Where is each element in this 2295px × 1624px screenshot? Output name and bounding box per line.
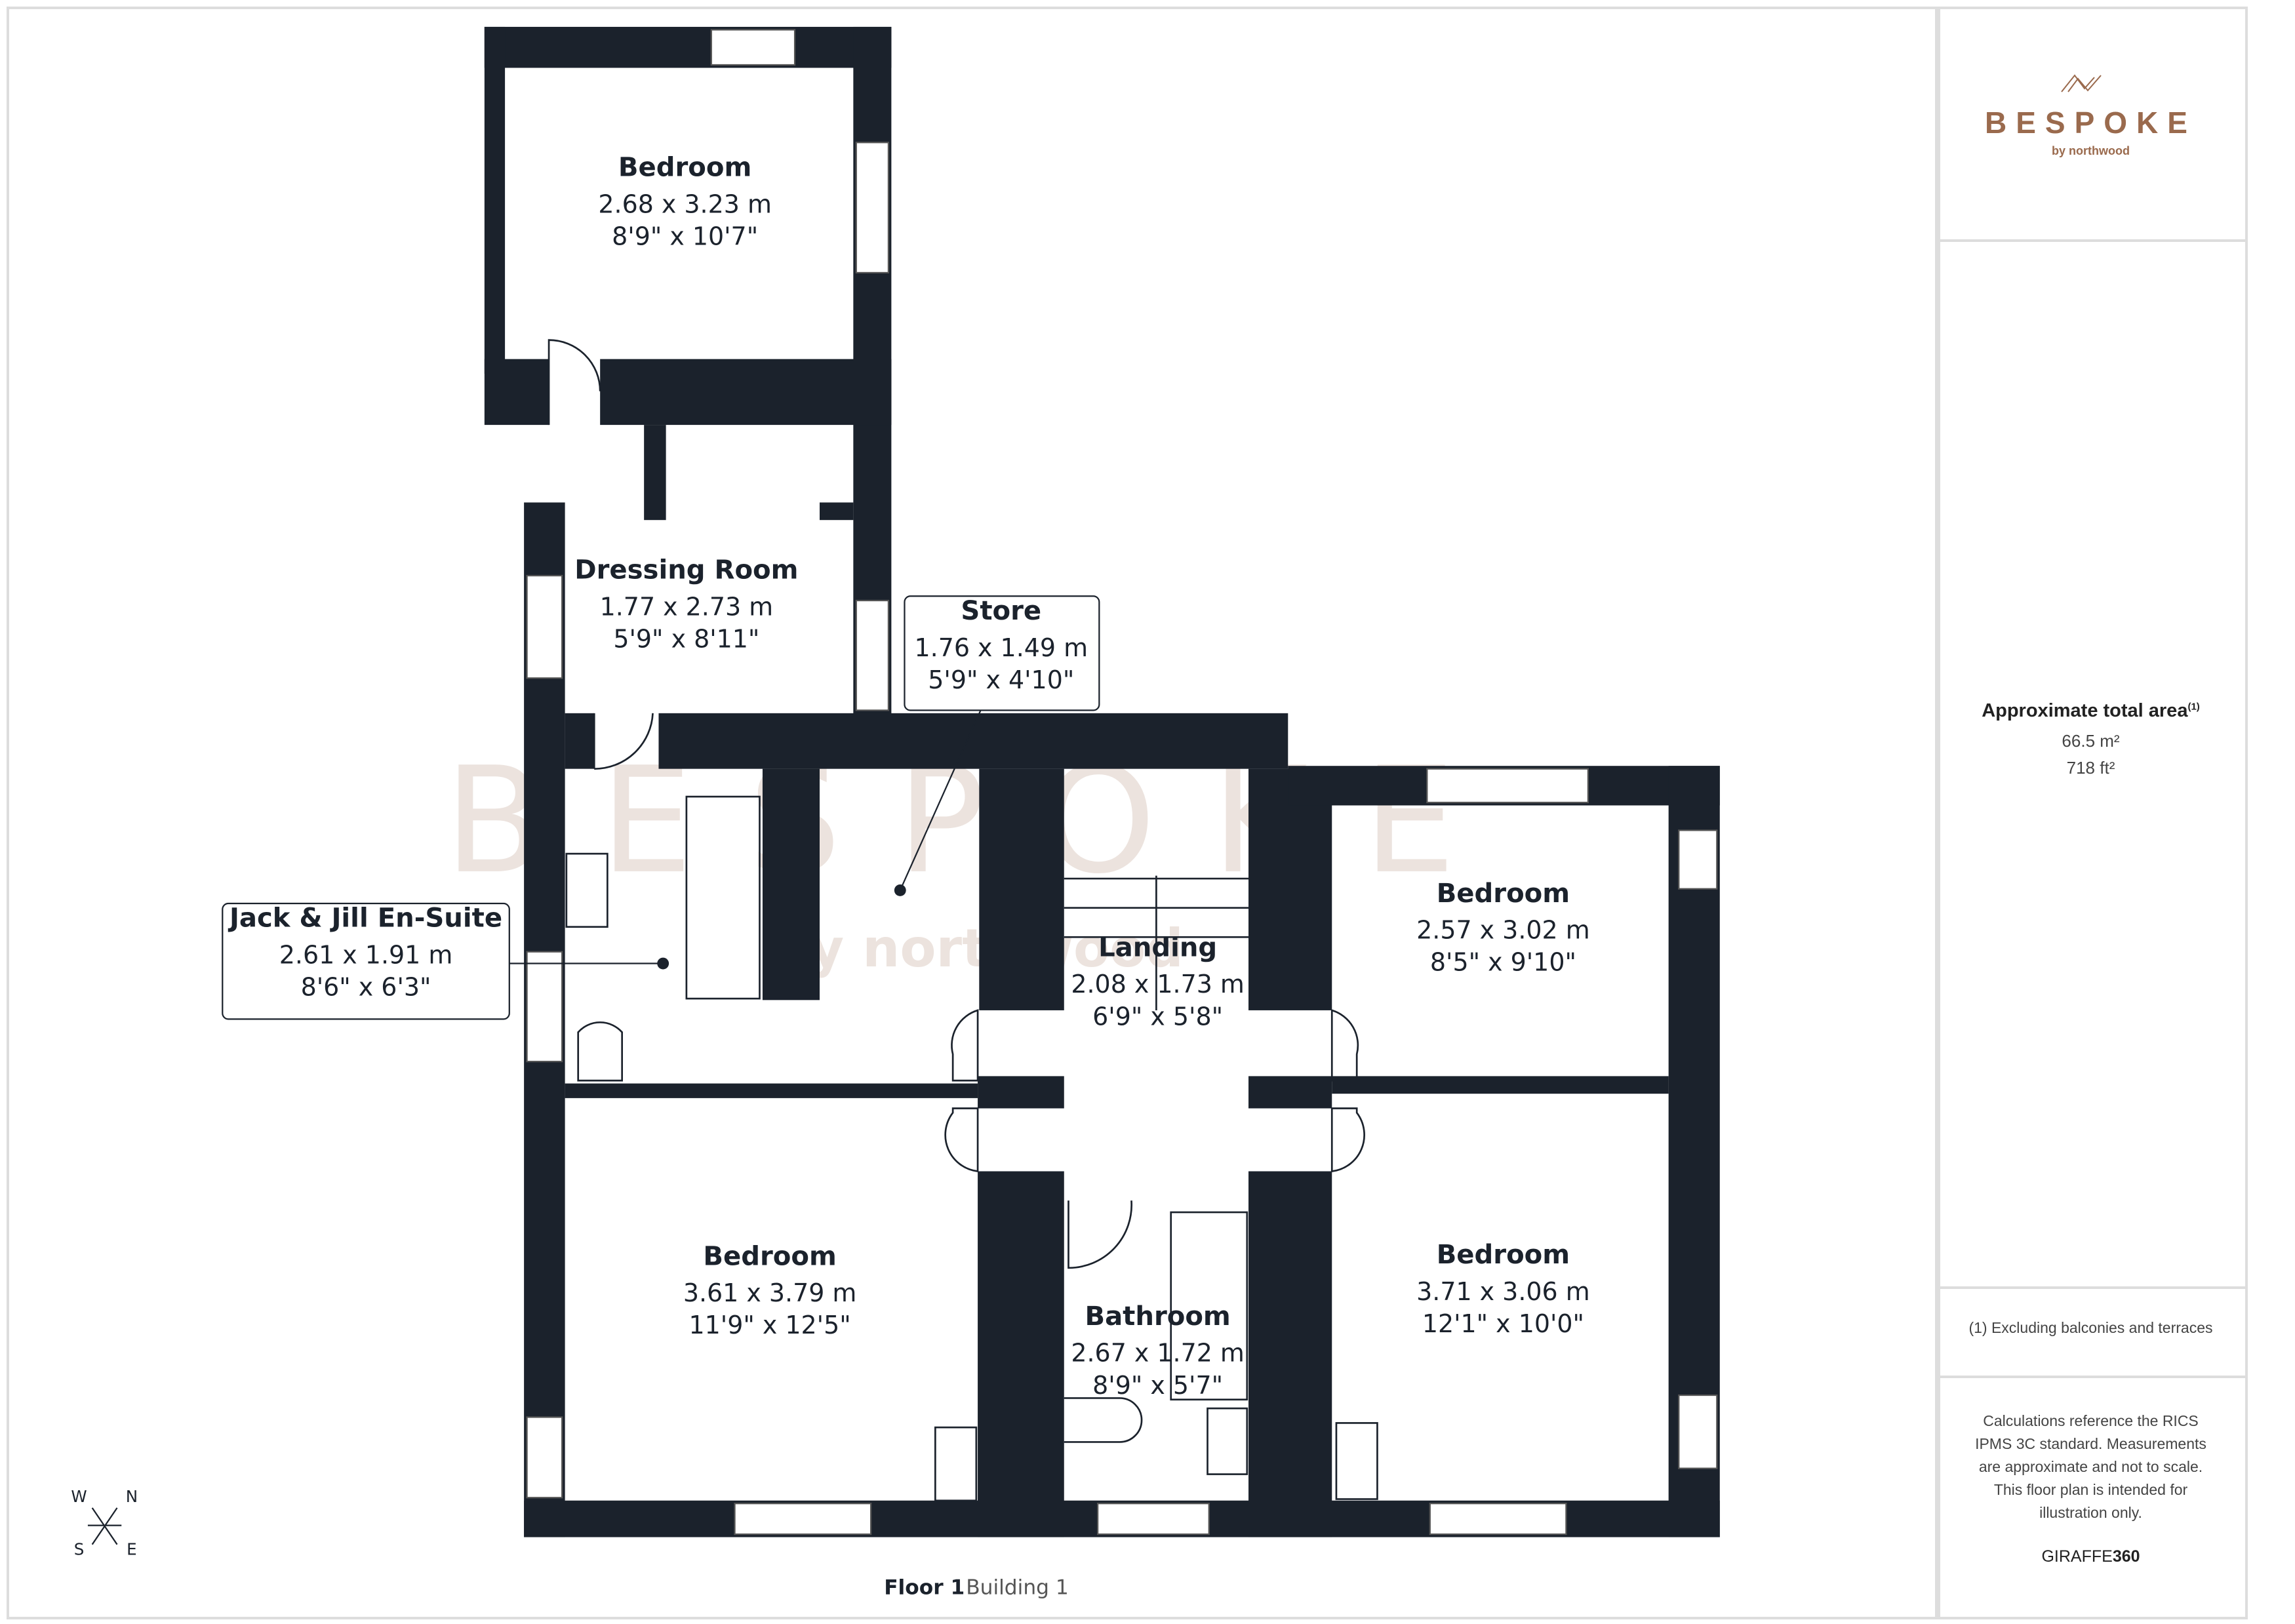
room-metric: 1.76 x 1.49 m: [915, 633, 1088, 662]
room-name: Bedroom: [703, 1241, 836, 1271]
area-sqm: 66.5 m²: [2062, 731, 2120, 751]
disclaimer: Calculations reference the RICS IPMS 3C …: [1975, 1412, 2206, 1521]
room-imperial: 8'9" x 5'7": [1092, 1371, 1223, 1400]
room-imperial: 5'9" x 4'10": [928, 665, 1074, 694]
svg-text:E: E: [127, 1539, 137, 1558]
room-metric: 2.61 x 1.91 m: [279, 941, 453, 970]
room-name: Landing: [1098, 932, 1217, 962]
room-name: Bedroom: [1437, 879, 1570, 909]
area-sup: (1): [2187, 701, 2200, 713]
room-metric: 2.08 x 1.73 m: [1071, 970, 1245, 999]
room-metric: 3.71 x 3.06 m: [1416, 1277, 1590, 1306]
room-imperial: 6'9" x 5'8": [1092, 1002, 1223, 1031]
room-name: Bedroom: [1437, 1240, 1570, 1270]
svg-text:S: S: [74, 1539, 85, 1558]
room-imperial: 11'9" x 12'5": [689, 1311, 851, 1339]
room-name: Store: [961, 596, 1041, 626]
store-callout: [894, 595, 1100, 896]
room-metric: 2.57 x 3.02 m: [1416, 916, 1590, 945]
room-name: Dressing Room: [574, 555, 798, 585]
svg-text:Floor 1: Floor 1: [884, 1576, 965, 1600]
divider: [1938, 239, 2246, 242]
brand-logo: BESPOKE by northwood: [1935, 72, 2246, 158]
giraffe360-credit: GIRAFFE360: [2041, 1547, 2140, 1566]
area-sqft: 718 ft²: [2066, 758, 2115, 778]
svg-text:N: N: [126, 1487, 138, 1506]
compass: W N S E: [71, 1487, 138, 1558]
ensuite-callout: [222, 902, 669, 1020]
room-name: Bedroom: [618, 153, 751, 183]
windows: [526, 29, 1718, 1535]
room-imperial: 5'9" x 8'11": [613, 624, 759, 653]
room-imperial: 8'5" x 9'10": [1430, 948, 1576, 977]
svg-text:by northwood: by northwood: [772, 917, 1184, 979]
page-frame: [7, 7, 2248, 1619]
room-labels: Bedroom 2.68 x 3.23 m 8'9" x 10'7" Dressing…: [228, 153, 1590, 1400]
area-summary: Approximate total area(1) 66.5 m² 718 ft…: [1935, 700, 2246, 778]
room-imperial: 8'6" x 6'3": [301, 973, 431, 1002]
brand-name: BESPOKE: [1985, 106, 2197, 140]
room-metric: 3.61 x 3.79 m: [683, 1278, 857, 1307]
svg-text:Building 1: Building 1: [966, 1576, 1069, 1600]
divider: [1938, 1376, 2246, 1378]
fixtures: [548, 339, 1378, 1502]
room-metric: 2.68 x 3.23 m: [598, 189, 772, 218]
logo-mark-icon: [2060, 74, 2102, 92]
area-label: Approximate total area: [1982, 700, 2188, 721]
footnote: (1) Excluding balconies and terraces: [1968, 1319, 2213, 1336]
brand-sub: by northwood: [2052, 144, 2130, 157]
room-imperial: 8'9" x 10'7": [612, 222, 758, 251]
room-metric: 1.77 x 2.73 m: [600, 592, 774, 621]
room-name: Bathroom: [1085, 1301, 1230, 1332]
room-metric: 2.67 x 1.72 m: [1071, 1339, 1245, 1368]
room-imperial: 12'1" x 10'0": [1422, 1309, 1584, 1338]
divider: [1938, 1286, 2246, 1289]
room-name: Jack & Jill En-Suite: [228, 903, 502, 934]
floor-caption: Floor 1 Building 1: [884, 1576, 1069, 1600]
svg-text:W: W: [71, 1487, 87, 1506]
sidebar-divider: [1935, 7, 1940, 1619]
